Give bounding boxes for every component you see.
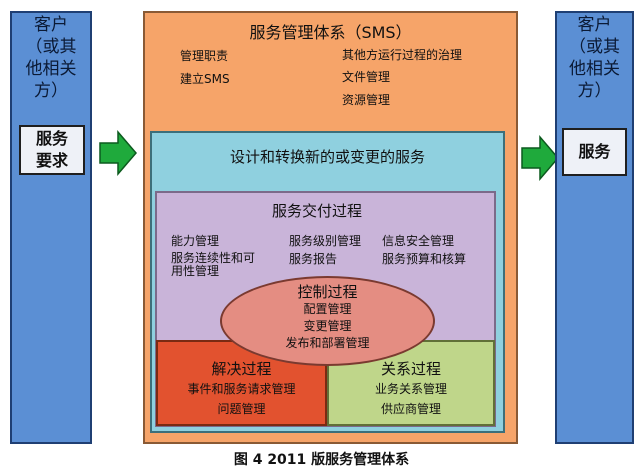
- sms-item-resource-management: 资源管理: [342, 93, 391, 107]
- input-arrow-icon: [99, 129, 137, 177]
- service-requirement-box: 服务 要求: [19, 125, 85, 175]
- customer-title-line: 客户: [577, 15, 612, 35]
- customer-panel-left: [10, 11, 92, 444]
- control-item-change: 变更管理: [303, 319, 352, 333]
- sms-title: 服务管理体系（SMS）: [249, 23, 412, 42]
- customer-title-line: （或其: [25, 37, 77, 57]
- delivery-item-budget: 服务预算和核算: [382, 252, 467, 266]
- delivery-item-info-security: 信息安全管理: [382, 234, 455, 248]
- figure-caption: 图 4 2011 版服务管理体系: [233, 452, 410, 468]
- service-requirement-line: 要求: [35, 151, 68, 170]
- customer-title-left: 客户 （或其 他相关 方）: [12, 14, 90, 102]
- control-process-title: 控制过程: [297, 283, 358, 301]
- control-process-ellipse: [220, 276, 435, 366]
- service-output-box: 服务: [562, 128, 627, 176]
- delivery-item-continuity: 服务连续性和可: [171, 251, 256, 265]
- relationship-process-title: 关系过程: [380, 360, 441, 378]
- service-requirement-line: 服务: [35, 129, 68, 148]
- customer-title-right: 客户 （或其 他相关 方）: [557, 14, 632, 102]
- control-item-release: 发布和部署管理: [285, 336, 370, 350]
- customer-title-line: 方）: [577, 81, 612, 101]
- sms-item-management-responsibility: 管理职责: [180, 49, 229, 63]
- delivery-item-service-report: 服务报告: [289, 252, 338, 266]
- control-item-configuration: 配置管理: [303, 302, 352, 316]
- delivery-item-service-level: 服务级别管理: [289, 234, 362, 248]
- sms-item-document-management: 文件管理: [342, 70, 391, 84]
- relationship-item-supplier: 供应商管理: [380, 402, 441, 416]
- service-delivery-title: 服务交付过程: [272, 202, 363, 220]
- customer-panel-right: [555, 11, 634, 444]
- service-output-line: 服务: [578, 142, 611, 161]
- delivery-item-availability: 用性管理: [171, 264, 220, 278]
- sms-item-establish-sms: 建立SMS: [180, 72, 230, 86]
- customer-title-line: 方）: [34, 81, 68, 101]
- delivery-item-capacity: 能力管理: [171, 234, 220, 248]
- customer-title-line: 他相关: [569, 59, 620, 79]
- resolution-process-title: 解决过程: [211, 360, 272, 378]
- customer-title-line: 客户: [34, 15, 68, 35]
- sms-item-governance: 其他方运行过程的治理: [342, 48, 463, 62]
- relationship-item-business: 业务关系管理: [374, 382, 447, 396]
- output-arrow-icon: [521, 134, 559, 182]
- design-transition-title: 设计和转换新的或变更的服务: [230, 148, 426, 166]
- customer-title-line: （或其: [569, 37, 620, 57]
- resolution-item-problem: 问题管理: [217, 402, 266, 416]
- resolution-item-incident: 事件和服务请求管理: [187, 382, 296, 396]
- customer-title-line: 他相关: [25, 59, 77, 79]
